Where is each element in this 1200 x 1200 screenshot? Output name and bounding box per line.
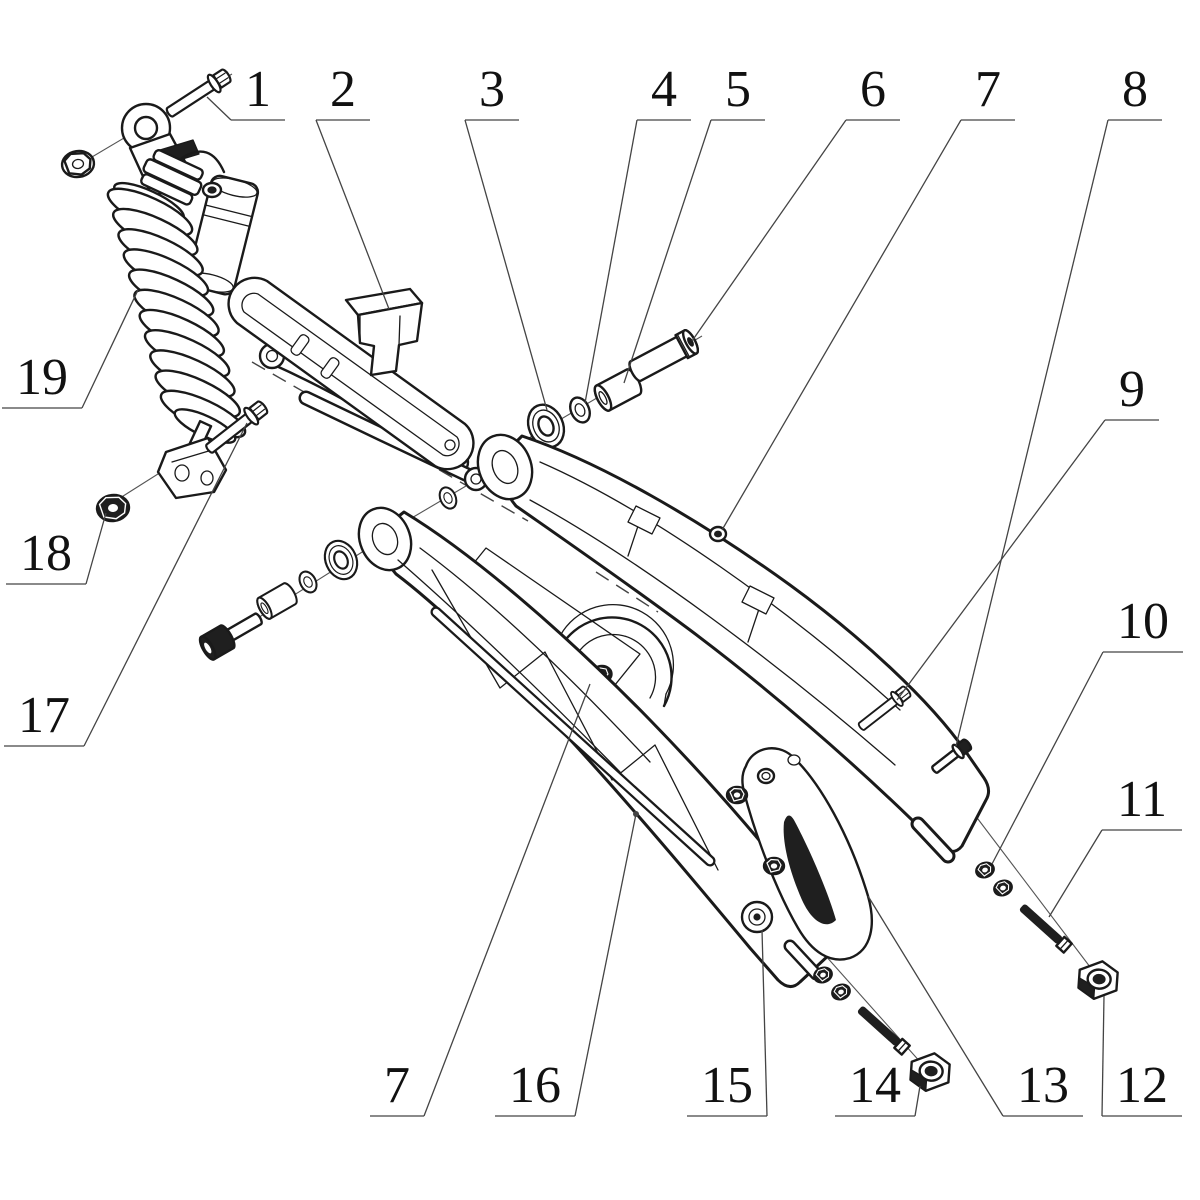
part-number-label: 5: [725, 61, 751, 118]
slider-tab: [344, 287, 424, 377]
leader-line: [423, 683, 591, 1117]
callout-8: 8: [955, 61, 1162, 747]
right-adjuster: [973, 859, 1120, 1002]
part-number-label: 13: [1017, 1057, 1069, 1114]
part-number-label: 11: [1117, 771, 1167, 828]
pivot-shaft: [624, 327, 702, 386]
part-number-label: 4: [651, 61, 677, 118]
guide-roller: [740, 900, 774, 934]
callout-17: 17: [4, 422, 248, 747]
left-adjuster-stud: [854, 1002, 911, 1056]
leader-line: [914, 1085, 921, 1117]
part-number-label: 7: [384, 1057, 410, 1114]
callout-18: 18: [6, 512, 107, 585]
part-number-label: 7: [975, 61, 1001, 118]
guide-nut-lower: [762, 856, 786, 876]
callout-3: 3: [464, 61, 548, 411]
part-number-label: 6: [860, 61, 886, 118]
callout-7: 7: [721, 61, 1015, 531]
part-number-label: 12: [1116, 1057, 1168, 1114]
part-number-label: 17: [18, 687, 70, 744]
callout-12: 12: [1101, 995, 1182, 1117]
callout-4: 4: [584, 61, 691, 404]
part-number-label: 10: [1117, 593, 1169, 650]
linkage-arm-lower: [298, 390, 489, 492]
shock-lower-clevis: [156, 436, 228, 500]
part-number-label: 19: [16, 349, 68, 406]
pivot-mid-washer: [435, 483, 461, 513]
hidden-pivot-axis-dashed: [251, 361, 659, 613]
callout-2: 2: [315, 61, 390, 310]
callout-10: 10: [991, 593, 1183, 865]
callout-1: 1: [206, 61, 285, 121]
right-adjuster-stud: [1016, 900, 1073, 954]
leader-line: [1048, 829, 1103, 918]
chain-guide: [740, 747, 873, 961]
part-number-label: 1: [245, 61, 271, 118]
coil-spring: [106, 187, 247, 439]
leader-line: [721, 119, 962, 531]
leader-line: [761, 929, 768, 1117]
pivot-washer: [565, 393, 595, 427]
callout-6: 6: [691, 61, 900, 342]
part-number-label: 14: [849, 1057, 901, 1114]
part-number-label: 18: [20, 525, 72, 582]
callout-13: 13: [867, 895, 1083, 1117]
leader-line: [85, 512, 107, 585]
shock-top-bolt: [161, 64, 235, 123]
leader-dot: [633, 811, 639, 817]
leader-line: [1101, 995, 1105, 1117]
leader-line: [991, 651, 1104, 865]
callout-5: 5: [623, 61, 765, 384]
part-number-label: 9: [1119, 361, 1145, 418]
callout-16: 16: [495, 811, 639, 1117]
lower-pivot-bushing: [253, 580, 301, 622]
guide-nut-upper: [725, 785, 749, 805]
callout-7b: 7: [370, 683, 591, 1117]
part-number-label: 15: [701, 1057, 753, 1114]
part-number-label: 2: [330, 61, 356, 118]
callout-19: 19: [2, 289, 139, 409]
right-adjuster-nut: [1076, 958, 1120, 1002]
shock-adjuster-collars: [140, 149, 204, 206]
clevis-nut: [94, 492, 132, 524]
slider-dome-screw: [708, 525, 728, 543]
leader-line: [623, 119, 712, 384]
leader-line: [464, 119, 548, 411]
swingarm-left-arm: [357, 506, 836, 988]
shock-absorber-assembly: [59, 64, 272, 524]
part-number-label: 16: [509, 1057, 561, 1114]
leader-line: [81, 289, 139, 409]
leader-line: [574, 813, 637, 1117]
leader-line: [83, 422, 248, 747]
callout-15: 15: [687, 929, 768, 1117]
shock-top-nut: [59, 147, 97, 181]
leader-line: [315, 119, 390, 310]
leader-line: [584, 119, 638, 404]
leader-line: [867, 895, 1004, 1117]
part-number-label: 8: [1122, 61, 1148, 118]
chain-guard-strip: [430, 606, 716, 867]
swingarm-right-arm: [476, 433, 991, 864]
callout-14: 14: [835, 1057, 921, 1117]
leader-line: [896, 419, 1106, 701]
pivot-socket-bolt: [195, 605, 268, 663]
callout-11: 11: [1048, 771, 1182, 918]
chain-slider: [227, 276, 475, 471]
shock-reservoir: [186, 174, 260, 296]
leader-line: [691, 119, 847, 342]
lower-pivot-bearing: [317, 534, 365, 586]
reservoir-hose: [180, 150, 226, 174]
part-number-label: 3: [479, 61, 505, 118]
leader-line: [955, 119, 1109, 747]
callout-9: 9: [896, 361, 1159, 701]
leader-line: [206, 96, 232, 121]
